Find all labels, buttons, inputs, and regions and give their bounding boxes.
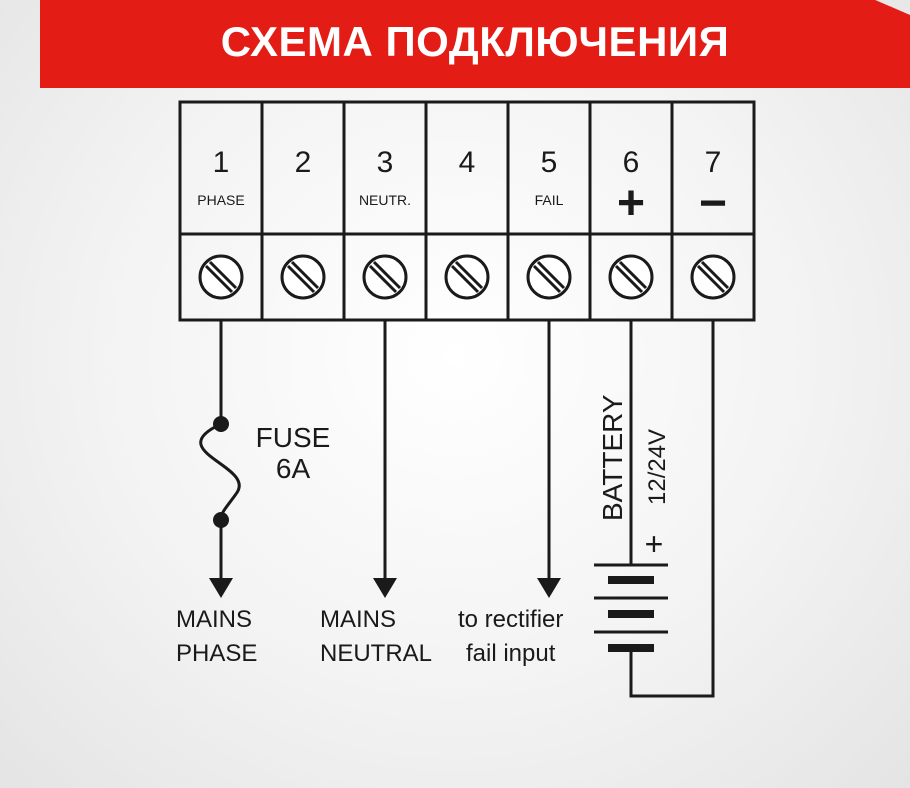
- terminal-number: 3: [377, 146, 394, 179]
- terminal-block-outline: [178, 100, 756, 322]
- screw-icon: [608, 254, 654, 300]
- screw-icon: [280, 254, 326, 300]
- terminal-number: 7: [705, 146, 722, 179]
- battery-symbol: [594, 563, 668, 652]
- battery-label: BATTERY: [597, 394, 628, 521]
- terminal-number: 4: [459, 146, 476, 179]
- screw-icon: [198, 254, 244, 300]
- output-label-fail: to rectifier: [458, 606, 563, 633]
- screw-icon: [690, 254, 736, 300]
- screw-icon: [362, 254, 408, 300]
- output-label-phase: MAINS: [176, 606, 252, 633]
- page-title: СХЕМА ПОДКЛЮЧЕНИЯ: [220, 18, 730, 65]
- arrow-down-icon: [537, 578, 561, 598]
- arrow-down-icon: [209, 578, 233, 598]
- terminal-label: PHASE: [197, 192, 244, 208]
- arrow-down-icon: [373, 578, 397, 598]
- output-label-phase: PHASE: [176, 640, 257, 667]
- fuse-junction-dot: [213, 416, 229, 432]
- screw-icon: [444, 254, 490, 300]
- terminal-label-plus: +: [617, 177, 645, 230]
- fuse-rating: 6A: [276, 453, 311, 484]
- output-label-neutral: MAINS: [320, 606, 396, 633]
- wire-battery-minus: [629, 320, 715, 698]
- terminal-number: 5: [541, 146, 558, 179]
- output-label-neutral: NEUTRAL: [320, 640, 432, 667]
- screw-icon: [526, 254, 572, 300]
- terminal-number: 6: [623, 146, 640, 179]
- output-label-fail: fail input: [466, 640, 556, 667]
- terminal-label: FAIL: [535, 192, 564, 208]
- fuse-symbol: [199, 422, 241, 521]
- terminal-label-minus: −: [699, 177, 727, 230]
- battery-voltage: 12/24V: [644, 429, 671, 505]
- terminal-label: NEUTR.: [359, 192, 411, 208]
- battery-polarity-plus: +: [645, 526, 664, 562]
- terminal-number: 2: [295, 146, 312, 179]
- fuse-junction-dot: [213, 512, 229, 528]
- terminal-block: [178, 100, 756, 322]
- terminal-number: 1: [213, 146, 230, 179]
- title-banner: СХЕМА ПОДКЛЮЧЕНИЯ: [40, 0, 910, 88]
- fuse-label: FUSE: [256, 422, 331, 453]
